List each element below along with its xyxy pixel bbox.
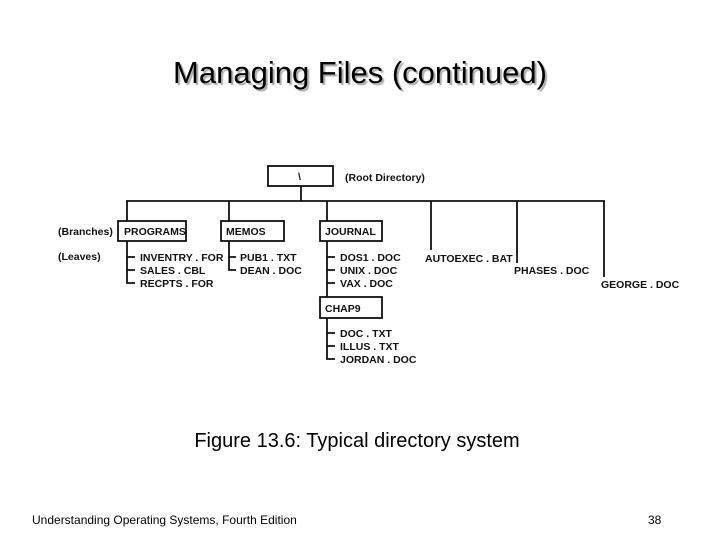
root-symbol: \: [298, 171, 301, 183]
root-file-entry: PHASES . DOC: [514, 265, 590, 277]
file-entry: UNIX . DOC: [340, 265, 398, 277]
file-entry: PUB1 . TXT: [240, 252, 297, 264]
file-entry: DOS1 . DOC: [340, 252, 401, 264]
branches-label: (Branches): [58, 226, 113, 238]
file-entry: SALES . CBL: [140, 265, 206, 277]
leaves-label: (Leaves): [58, 251, 101, 263]
footer-text: Understanding Operating Systems, Fourth …: [32, 513, 297, 527]
file-entry: DOC . TXT: [340, 328, 393, 340]
root-directory-label: (Root Directory): [345, 172, 425, 184]
memos-folder-label: MEMOS: [226, 226, 266, 238]
file-entry: DEAN . DOC: [240, 265, 302, 277]
memos-folder-box: [220, 220, 285, 242]
root-file-entry: GEORGE . DOC: [601, 279, 680, 291]
journal-folder-box: [319, 220, 383, 242]
file-entry: JORDAN . DOC: [340, 354, 417, 366]
page-number: 38: [648, 513, 662, 527]
chap9-folder-label: CHAP9: [325, 303, 361, 315]
file-entry: RECPTS . FOR: [140, 278, 214, 290]
programs-folder-box: [117, 220, 187, 242]
root-directory-box: [267, 165, 334, 187]
file-entry: ILLUS . TXT: [340, 341, 400, 353]
chap9-folder-box: [319, 296, 383, 319]
file-entry: VAX . DOC: [340, 278, 393, 290]
slide-title: Managing Files (continued): [173, 55, 547, 90]
root-file-entry: AUTOEXEC . BAT: [425, 253, 513, 265]
journal-folder-label: JOURNAL: [325, 226, 376, 238]
tree-lines: [126, 186, 605, 360]
file-entry: INVENTRY . FOR: [140, 252, 224, 264]
programs-folder-label: PROGRAMS: [124, 226, 186, 238]
figure-caption: Figure 13.6: Typical directory system: [194, 430, 520, 452]
